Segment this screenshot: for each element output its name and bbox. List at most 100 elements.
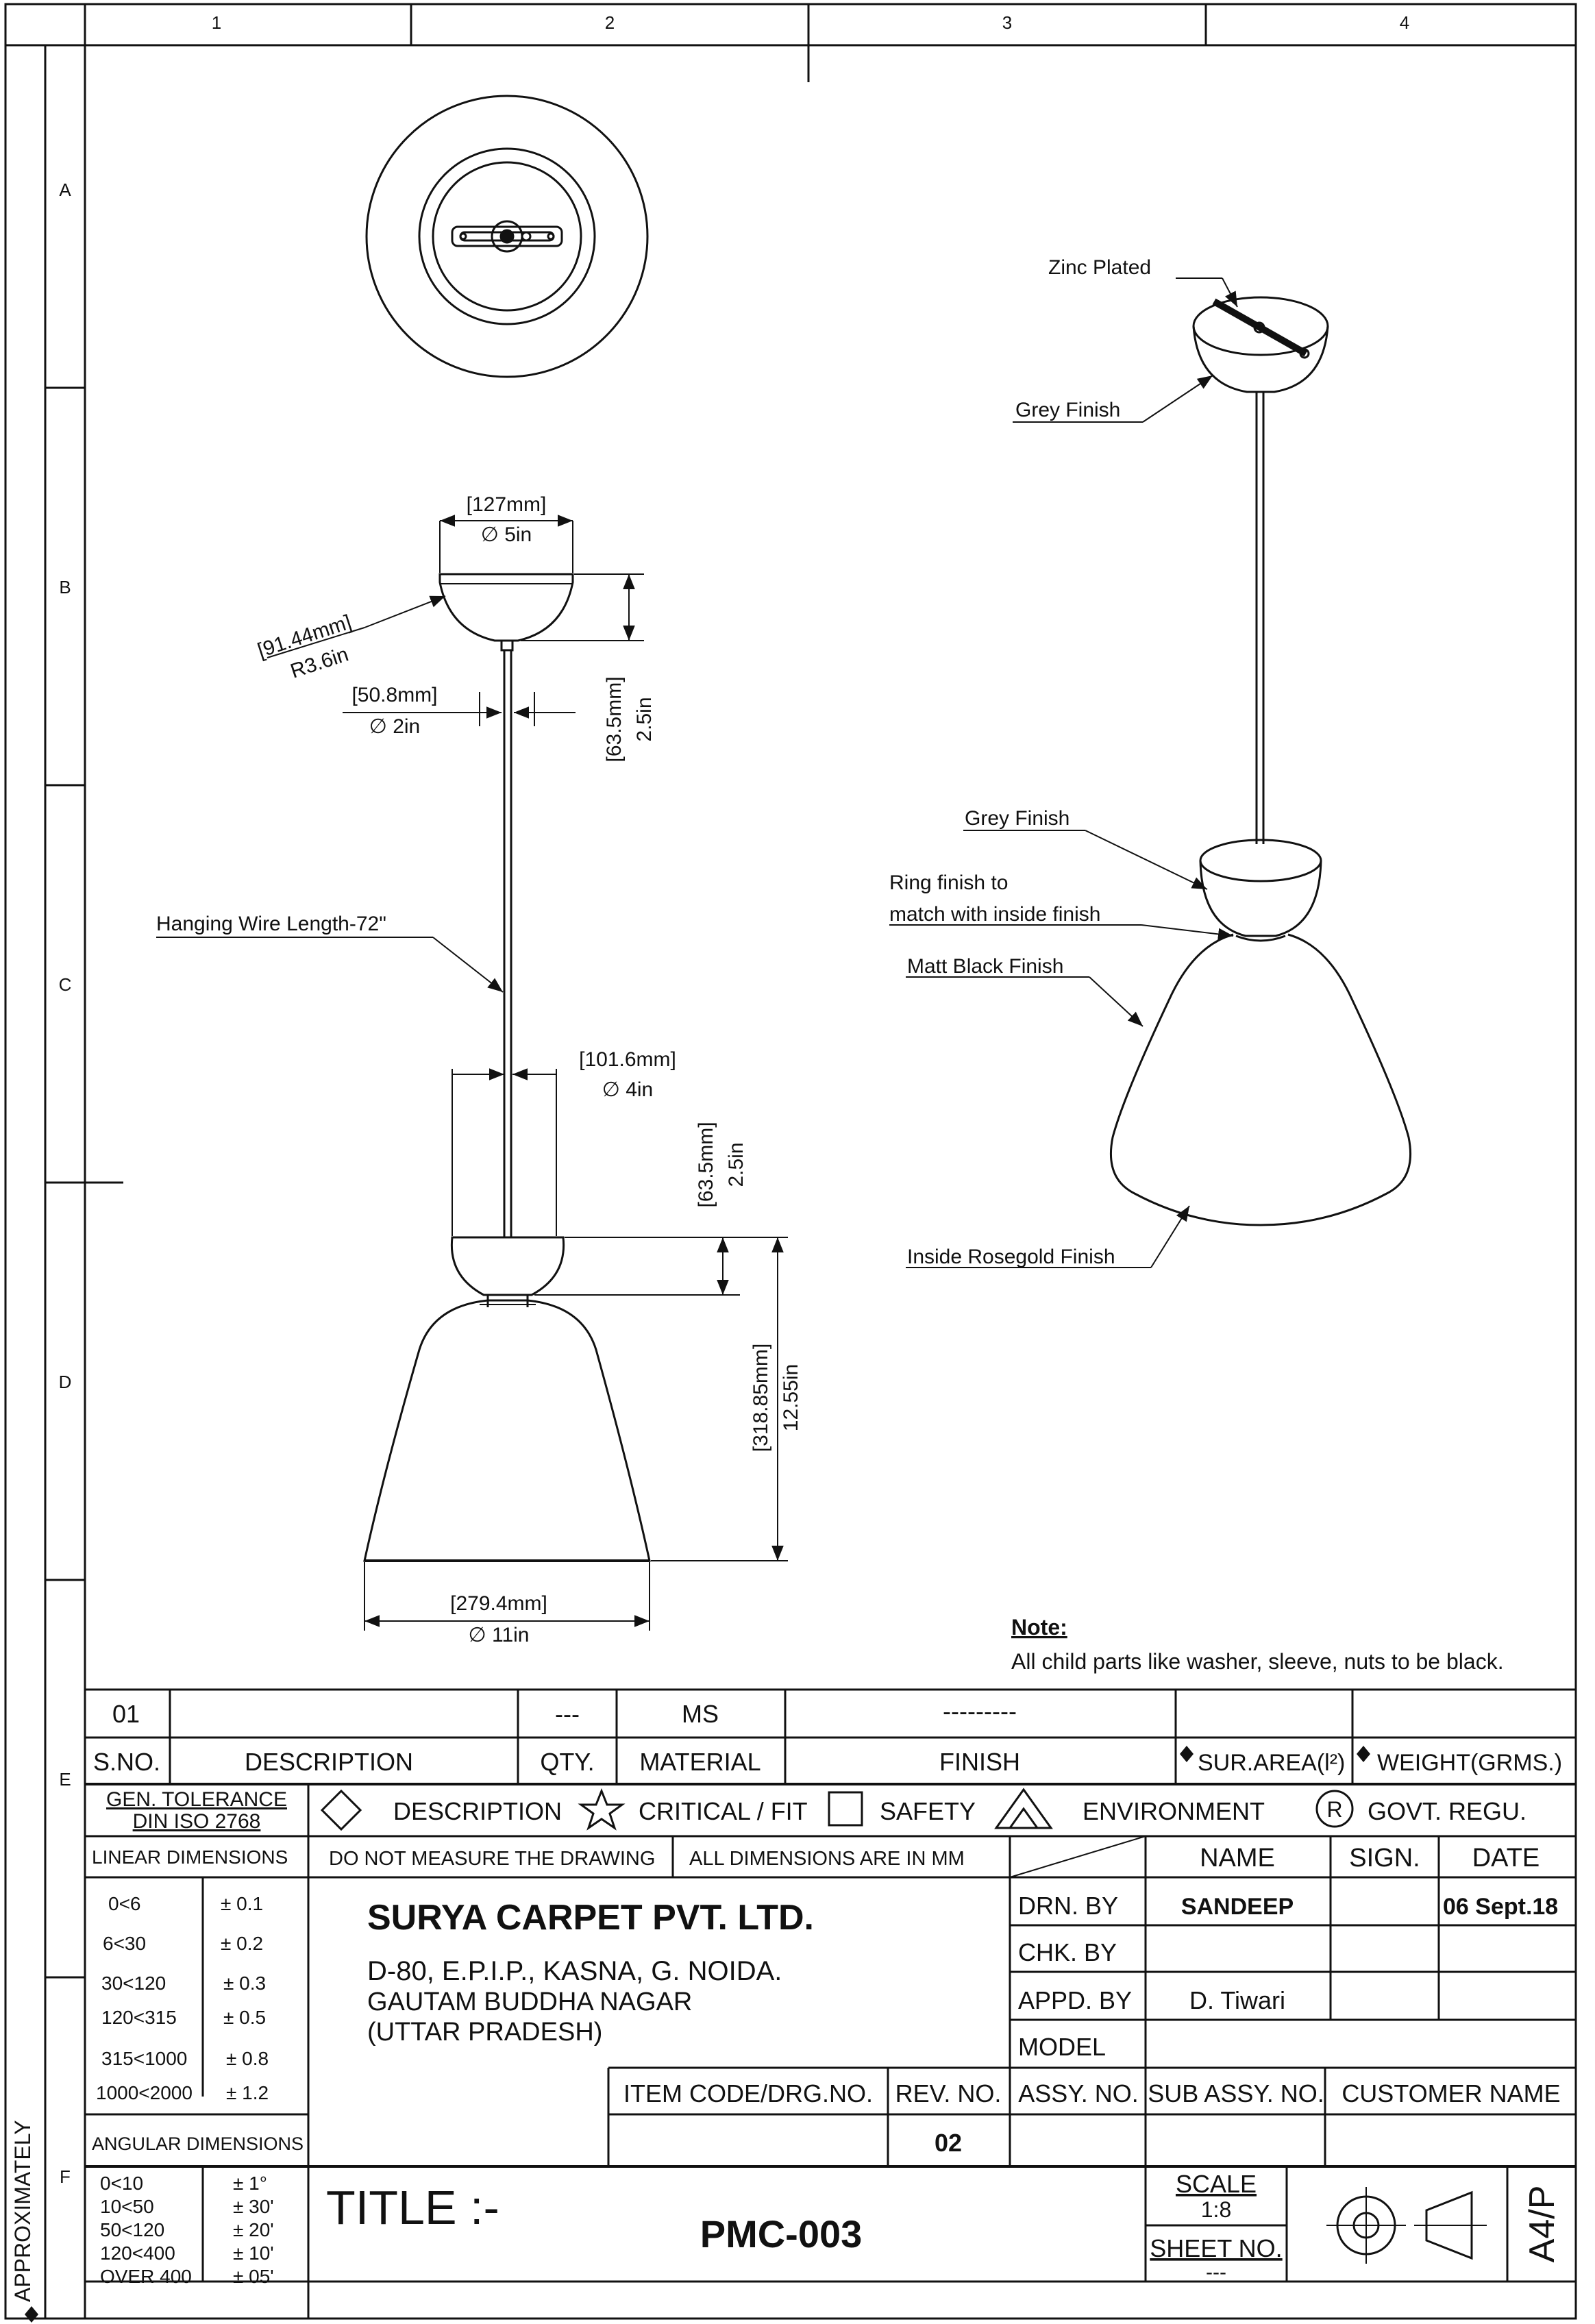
dim-total-h-in: 12.55in [780,1364,802,1431]
zone-row-a: A [59,180,71,200]
paper-size: A4/P [1522,2186,1562,2263]
legend-safety: SAFETY [880,1797,976,1825]
iso-view-labels: Zinc Plated Grey Finish Grey Finish Ring… [889,256,1151,1268]
label-hanging-wire: Hanging Wire Length-72" [156,913,386,935]
star-icon [578,1788,626,1831]
zone-col-2: 2 [605,12,615,33]
drn-date: 06 Sept.18 [1443,1894,1558,1920]
border-zone-labels: 1 2 3 4 A B C D E F APPROXIMATELY [10,12,1409,2323]
dim-collar-in: ∅ 4in [602,1078,654,1101]
title-label: TITLE :- [326,2181,499,2234]
bom-row-finish: --------- [943,1697,1017,1725]
angular-tol-3: ± 20' [233,2219,274,2240]
linear-tol-2: ± 0.2 [221,1933,263,1954]
dim-shade-mm: [279.4mm] [450,1592,547,1615]
bom-header-finish: FINISH [939,1748,1020,1776]
sheet-no-label: SHEET NO. [1150,2234,1282,2262]
header-name: NAME [1200,1844,1275,1872]
title-block-lines [85,1835,1576,2283]
bom-row-qty: --- [555,1700,580,1728]
label-matt-black: Matt Black Finish [907,955,1063,978]
front-view [363,573,651,1562]
angular-tol-4: ± 10' [233,2242,274,2264]
bom-header-material: MATERIAL [639,1748,761,1776]
bom-table-lines [85,1688,1576,1785]
gen-tolerance-2: DIN ISO 2768 [133,1810,261,1833]
dim-canopy-h-in: 2.5in [633,697,656,741]
angular-dimensions-title: ANGULAR DIMENSIONS [92,2134,304,2154]
drn-by-name: SANDEEP [1181,1894,1294,1920]
appd-by-name: D. Tiwari [1189,1986,1285,2014]
scale-label: SCALE [1176,2170,1257,2198]
linear-range-2: 6<30 [103,1933,146,1954]
side-label-approximately: APPROXIMATELY [10,2120,35,2302]
bom-row-sno: 01 [112,1700,140,1728]
angular-range-2: 10<50 [100,2196,154,2217]
dim-collar-mm: [101.6mm] [579,1048,676,1071]
diamond-icon [1357,1746,1370,1762]
zone-row-e: E [59,1769,71,1790]
dim-total-h-mm: [318.85mm] [750,1344,772,1452]
linear-tol-3: ± 0.3 [223,1973,266,1994]
legend-row-lines [85,1784,1576,2319]
dim-stem-mm: [50.8mm] [351,684,437,706]
angular-range-1: 0<10 [100,2173,143,2194]
label-grey-finish-canopy: Grey Finish [1015,399,1120,421]
do-not-measure: DO NOT MEASURE THE DRAWING [329,1848,655,1870]
gen-tolerance-1: GEN. TOLERANCE [106,1788,287,1811]
label-grey-finish-collar: Grey Finish [965,807,1069,830]
top-view [365,95,649,378]
linear-tol-6: ± 1.2 [226,2082,269,2103]
tolerance-table: LINEAR DIMENSIONS 0<6 ± 0.1 6<30 ± 0.2 3… [92,1846,304,2287]
linear-dimensions-title: LINEAR DIMENSIONS [92,1846,288,1868]
diamond-outline-icon [320,1789,362,1831]
zone-col-3: 3 [1002,12,1012,33]
zone-row-d: D [59,1372,72,1392]
zone-col-1: 1 [212,12,221,33]
label-ring-finish-2: match with inside finish [889,903,1100,926]
sub-assy-no-header: SUB ASSY. NO. [1148,2079,1324,2107]
assy-no-header: ASSY. NO. [1018,2079,1138,2107]
header-date: DATE [1472,1844,1540,1872]
zone-row-c: C [59,974,72,995]
angular-tol-5: ± 05' [233,2266,274,2287]
registered-icon-letter: R [1326,1797,1342,1822]
iso-view [1109,296,1412,1226]
triangle-icon [994,1788,1053,1829]
linear-range-3: 30<120 [101,1973,166,1994]
rev-no-header: REV. NO. [895,2079,1002,2107]
company-name: SURYA CARPET PVT. LTD. [367,1898,814,1938]
registered-icon [1315,1790,1354,1828]
linear-range-1: 0<6 [108,1893,141,1914]
note: Note: All child parts like washer, sleev… [1011,1615,1504,1674]
linear-range-5: 315<1000 [101,2048,187,2069]
note-title: Note: [1011,1615,1067,1640]
bom-header-weight: WEIGHT(GRMS.) [1377,1750,1562,1776]
bom-header-qty: QTY. [540,1748,594,1776]
angular-range-3: 50<120 [100,2219,164,2240]
sheet-no-value: --- [1206,2261,1226,2284]
linear-tol-1: ± 0.1 [221,1893,263,1914]
angular-range-4: 120<400 [100,2242,175,2264]
legend-description: DESCRIPTION [393,1797,562,1825]
iso-view-leaders [889,277,1238,1268]
angular-tol-2: ± 30' [233,2196,274,2217]
address-line-3: (UTTAR PRADESH) [367,2018,602,2047]
legend-environment: ENVIRONMENT [1083,1797,1265,1825]
note-text: All child parts like washer, sleeve, nut… [1011,1649,1504,1674]
diamond-icon [1180,1746,1194,1762]
angular-tol-1: ± 1° [233,2173,267,2194]
model-label: MODEL [1018,2033,1106,2061]
angular-range-5: OVER 400 [100,2266,192,2287]
scale-value: 1:8 [1201,2197,1231,2222]
linear-range-4: 120<315 [101,2007,177,2028]
border-frame [4,3,1577,2320]
zone-col-4: 4 [1400,12,1409,33]
drn-by-label: DRN. BY [1018,1892,1118,1920]
customer-name-header: CUSTOMER NAME [1341,2079,1560,2107]
label-zinc-plated: Zinc Plated [1048,256,1151,279]
title-value: PMC-003 [700,2212,863,2255]
square-icon [828,1791,863,1827]
rev-no-value: 02 [935,2129,962,2157]
linear-tol-5: ± 0.8 [226,2048,269,2069]
